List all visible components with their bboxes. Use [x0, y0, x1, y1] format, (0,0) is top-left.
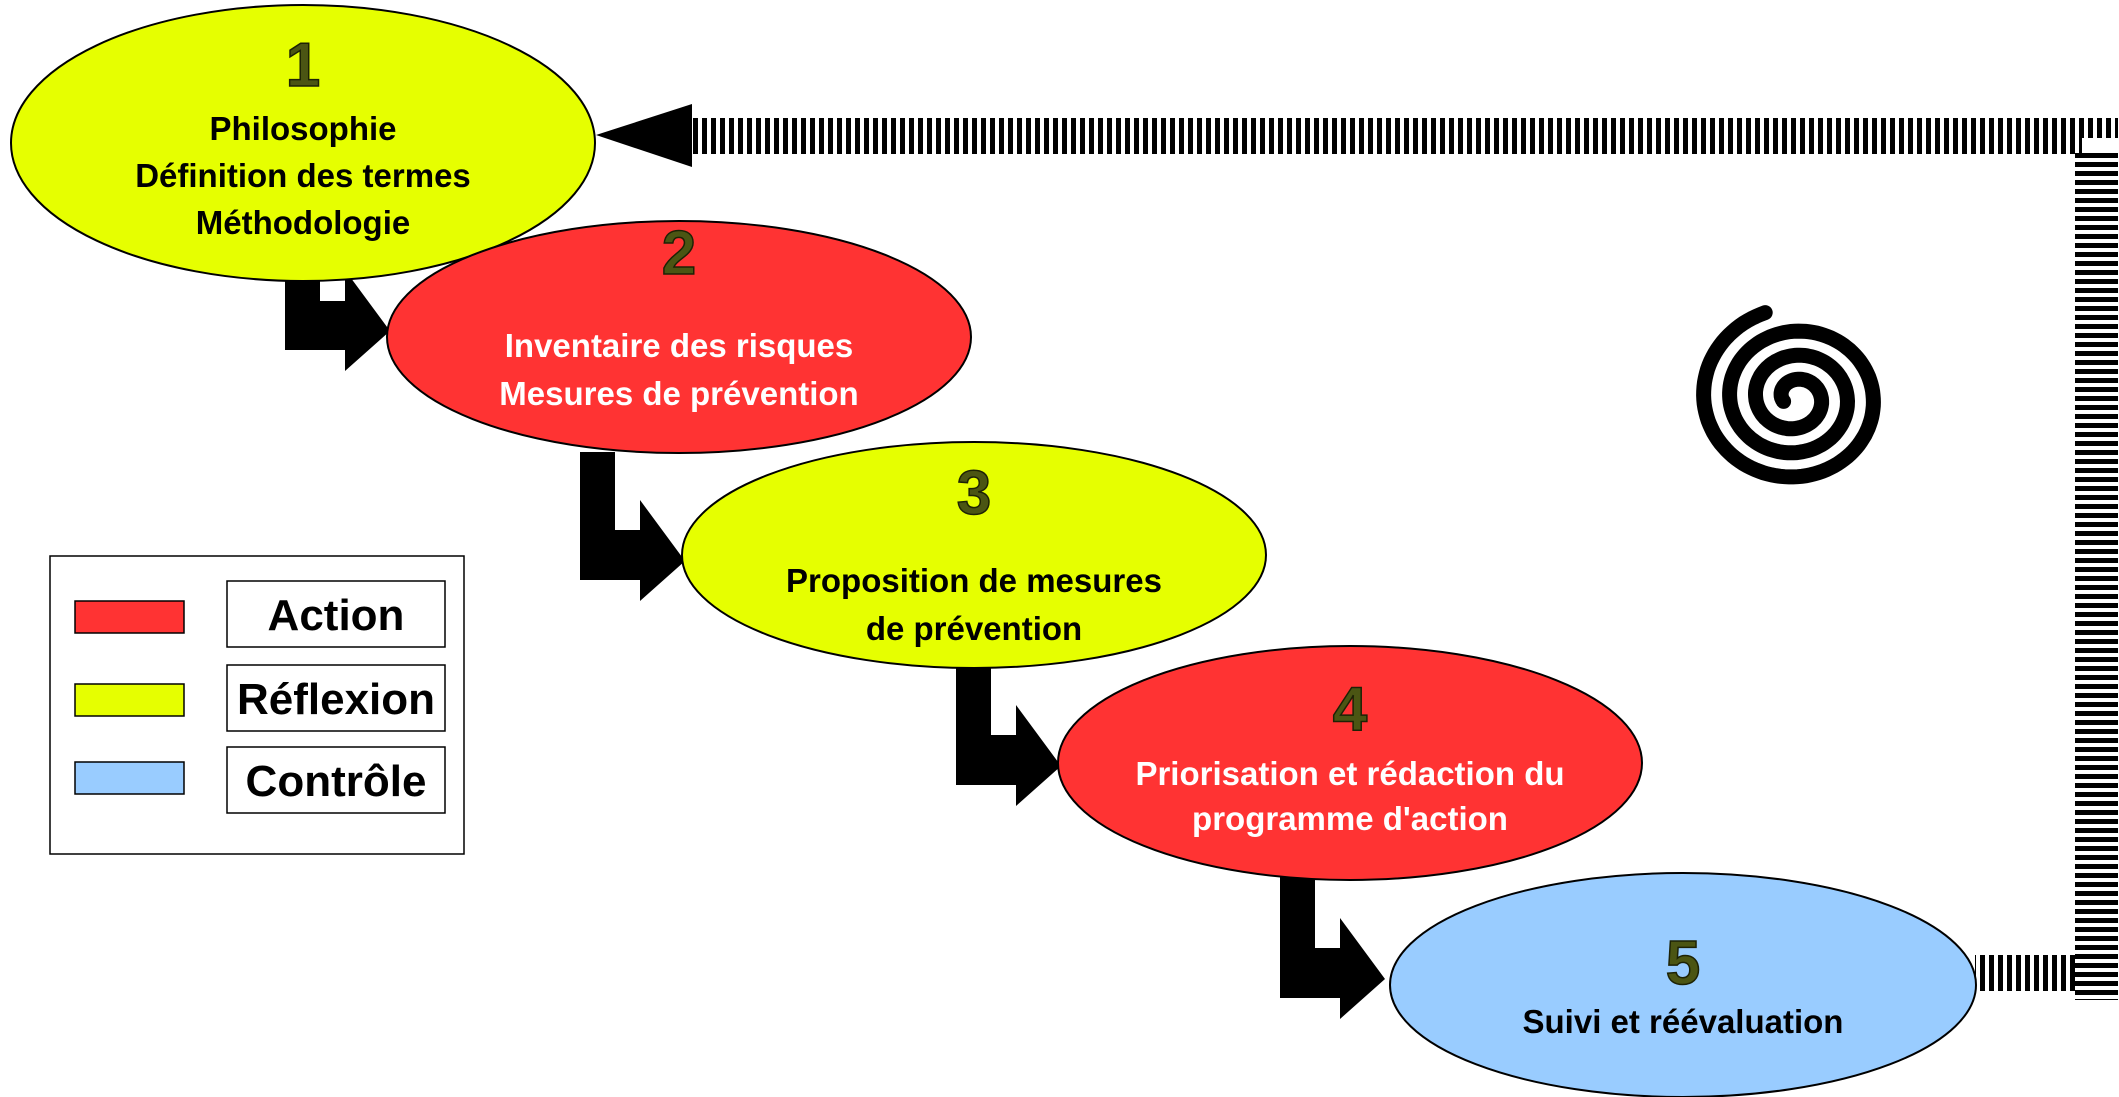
legend-label-box — [226, 664, 446, 732]
step-label: programme d'action — [1192, 800, 1508, 837]
step-ellipse — [681, 441, 1267, 669]
legend-label-box — [226, 580, 446, 648]
step-3: 3 Proposition de mesures de prévention — [681, 441, 1267, 669]
spiral-icon — [1696, 305, 1881, 485]
step-ellipse — [1057, 645, 1643, 881]
step-label: de prévention — [866, 610, 1082, 647]
step-ellipse — [1389, 872, 1977, 1097]
step-1: 1 Philosophie Définition des termes Méth… — [10, 4, 596, 282]
legend-label: Action — [268, 591, 405, 640]
step-number: 4 — [1333, 675, 1368, 744]
step-arrow-icon — [580, 452, 685, 601]
step-ellipse — [10, 4, 596, 282]
legend: Action Réflexion Contrôle — [49, 555, 465, 855]
step-label: Mesures de prévention — [499, 375, 858, 412]
return-arrow-icon — [596, 104, 2118, 1000]
step-label: Suivi et réévaluation — [1523, 1003, 1844, 1040]
step-number: 3 — [957, 459, 991, 528]
step-5: 5 Suivi et réévaluation — [1389, 872, 1977, 1097]
step-arrow-icon — [1280, 875, 1385, 1019]
step-label: Philosophie — [209, 110, 396, 147]
legend-label: Contrôle — [246, 757, 427, 806]
legend-swatch-controle — [74, 761, 185, 795]
step-label: Priorisation et rédaction du — [1135, 755, 1564, 792]
step-2: 2 Inventaire des risques Mesures de prév… — [386, 218, 972, 454]
step-ellipse — [386, 220, 972, 454]
step-label: Définition des termes — [135, 157, 471, 194]
legend-label-box — [226, 746, 446, 814]
legend-label: Réflexion — [237, 675, 435, 724]
step-4: 4 Priorisation et rédaction du programme… — [1057, 645, 1643, 881]
step-label: Méthodologie — [196, 204, 410, 241]
step-number: 2 — [662, 219, 696, 288]
step-label: Inventaire des risques — [505, 327, 853, 364]
step-arrow-icon — [956, 668, 1061, 806]
step-number: 5 — [1666, 929, 1700, 998]
step-label: Proposition de mesures — [786, 562, 1162, 599]
legend-swatch-action — [74, 600, 185, 634]
legend-swatch-reflexion — [74, 683, 185, 717]
step-number: 1 — [286, 31, 320, 100]
